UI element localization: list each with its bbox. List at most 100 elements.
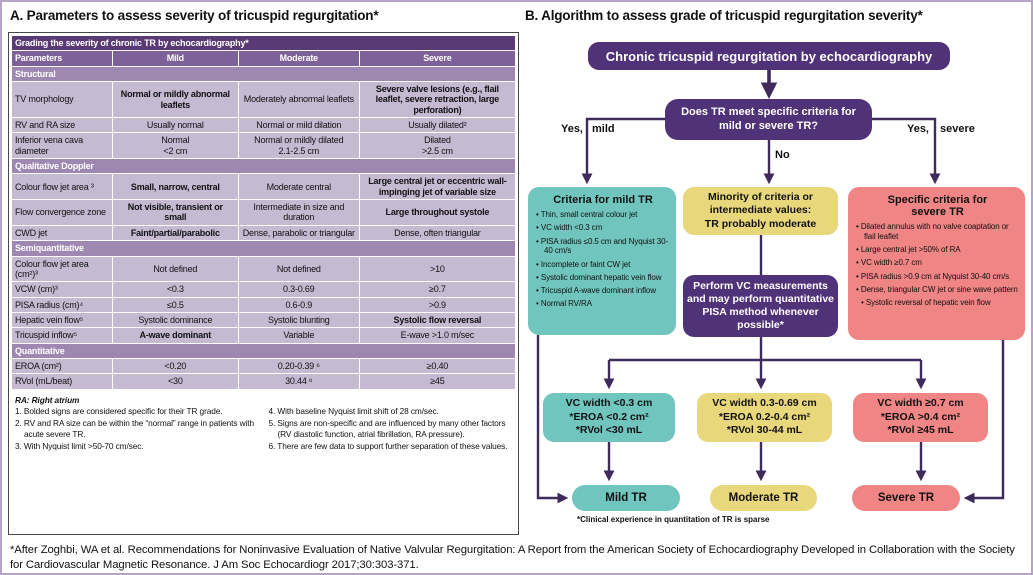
- moderate-cell: Dense, parabolic or triangular: [237, 224, 360, 242]
- mild-cell: <0.20: [111, 357, 239, 375]
- footnote-2: 2. RV and RA size can be within the “nor…: [15, 418, 254, 439]
- table-row: Tricuspid inflow⁵ A-wave dominant Variab…: [11, 327, 517, 344]
- section-quantitative: Quantitative: [11, 342, 516, 359]
- table-row: Inferior vena cava diameter Normal <2 cm…: [11, 132, 517, 160]
- mild-criteria-box: Criteria for mild TR Thin, small central…: [528, 187, 676, 335]
- mild-cell: Normal <2 cm: [111, 132, 239, 160]
- moderate-cell: Intermediate in size and duration: [237, 199, 360, 226]
- label-yes-left: Yes,: [560, 123, 583, 135]
- table-row: PISA radius (cm)⁴ ≤0.5 0.6-0.9 >0.9: [11, 296, 517, 313]
- table-footnotes: RA: Right atrium 1. Bolded signs are con…: [9, 392, 518, 456]
- moderate-cell: Systolic blunting: [237, 311, 360, 329]
- col-header-parameters: Parameters: [11, 50, 113, 67]
- mild-cell: <0.3: [111, 281, 239, 298]
- severe-cell: >10: [358, 255, 517, 283]
- mild-cell: A-wave dominant: [111, 327, 239, 344]
- table-row: RV and RA size Usually normal Normal or …: [11, 117, 517, 134]
- flow-arrows: [536, 70, 1005, 504]
- mild-cell: Systolic dominance: [111, 311, 239, 329]
- moderate-intermediate-box: Minority of criteria or intermediate val…: [683, 187, 838, 235]
- table-row: Colour flow jet area (cm²)³ Not defined …: [11, 255, 517, 283]
- moderate-cell: 0.20-0.39 ⁶: [237, 357, 360, 375]
- param-cell: EROA (cm²): [11, 357, 113, 375]
- col-header-mild: Mild: [111, 50, 239, 67]
- mild-cell: Faint/partial/parabolic: [111, 224, 239, 242]
- param-cell: RV and RA size: [11, 117, 113, 134]
- mild-criteria-item: Incomplete or faint CW jet: [536, 260, 670, 270]
- figure-caption: *After Zoghbi, WA et al. Recommendations…: [10, 544, 1015, 572]
- severe-cell: Dense, often triangular: [358, 224, 517, 242]
- mild-criteria-item: Tricuspid A-wave dominant inflow: [536, 286, 670, 296]
- label-no: No: [775, 149, 790, 161]
- moderate-cell: Normal or mild dilation: [237, 117, 360, 134]
- table-row: EROA (cm²) <0.20 0.20-0.39 ⁶ ≥0.40: [11, 357, 517, 375]
- severe-cell: E-wave >1.0 m/sec: [358, 327, 517, 344]
- panel-b-title: B. Algorithm to assess grade of tricuspi…: [525, 8, 923, 23]
- section-qualitative-doppler: Qualitative Doppler: [11, 158, 516, 175]
- severe-cell: ≥0.40: [358, 357, 517, 375]
- param-cell: Colour flow jet area ³: [11, 173, 113, 201]
- param-cell: VCW (cm)³: [11, 281, 113, 298]
- table-row: CWD jet Faint/partial/parabolic Dense, p…: [11, 224, 517, 242]
- moderate-cell: Moderate central: [237, 173, 360, 201]
- severe-criteria-item: Dense, triangular CW jet or sine wave pa…: [856, 285, 1019, 295]
- param-cell: Inferior vena cava diameter: [11, 132, 113, 160]
- severe-cell: Usually dilated²: [358, 117, 517, 134]
- footnote-5: 5. Signs are non-specific and are influe…: [268, 418, 506, 439]
- mild-criteria-title: Criteria for mild TR: [553, 194, 653, 206]
- mild-cell: Usually normal: [111, 117, 239, 134]
- param-cell: CWD jet: [11, 224, 113, 242]
- mild-cell: Normal or mildly abnormal leaflets: [111, 81, 239, 119]
- vc-moderate-box: VC width 0.3-0.69 cm *EROA 0.2-0.4 cm² *…: [697, 393, 832, 442]
- param-cell: Hepatic vein flow⁵: [11, 311, 113, 329]
- section-structural: Structural: [11, 65, 516, 83]
- severe-cell: Large central jet or eccentric wall-impi…: [358, 173, 517, 201]
- moderate-cell: Variable: [237, 327, 360, 344]
- mild-criteria-item: Thin, small central colour jet: [536, 210, 670, 220]
- col-header-moderate: Moderate: [237, 50, 360, 67]
- param-cell: PISA radius (cm)⁴: [11, 296, 113, 313]
- severe-cell: >0.9: [358, 296, 517, 313]
- severe-criteria-item: PISA radius >0.9 cm at Nyquist 30-40 cm/…: [856, 272, 1019, 282]
- severe-cell: ≥45: [358, 373, 517, 390]
- param-cell: Tricuspid inflow⁵: [11, 327, 113, 344]
- param-cell: TV morphology: [11, 81, 113, 119]
- flow-footnote: *Clinical experience in quantitation of …: [577, 515, 770, 524]
- moderate-cell: 0.6-0.9: [237, 296, 360, 313]
- mild-cell: Not defined: [111, 255, 239, 283]
- perform-vc-box: Perform VC measurements and may perform …: [683, 275, 838, 337]
- param-cell: Flow convergence zone: [11, 199, 113, 226]
- footnote-6: 6. There are few data to support further…: [268, 440, 508, 451]
- table-title: Grading the severity of chronic TR by ec…: [11, 34, 516, 52]
- mild-cell: ≤0.5: [111, 296, 239, 313]
- param-cell: Colour flow jet area (cm²)³: [11, 255, 113, 283]
- moderate-cell: Moderately abnormal leaflets: [237, 81, 360, 119]
- panel-b-flowchart: B. Algorithm to assess grade of tricuspi…: [521, 2, 1031, 543]
- moderate-cell: Not defined: [237, 255, 360, 283]
- mild-criteria-item: PISA radius ≤0.5 cm and Nyquist 30-40 cm…: [536, 237, 670, 257]
- footnote-1: 1. Bolded signs are considered specific …: [15, 406, 223, 417]
- abbreviation-note: RA: Right atrium: [15, 394, 80, 405]
- footnote-4: 4. With baseline Nyquist limit shift of …: [268, 406, 439, 417]
- mild-criteria-item: Systolic dominant hepatic vein flow: [536, 273, 670, 283]
- table-row: VCW (cm)³ <0.3 0.3-0.69 ≥0.7: [11, 281, 517, 298]
- table-row: Flow convergence zone Not visible, trans…: [11, 199, 517, 226]
- severe-criteria-title: Specific criteria for severe TR: [887, 194, 988, 219]
- severe-cell: Systolic flow reversal: [358, 311, 517, 329]
- mild-criteria-item: Normal RV/RA: [536, 299, 670, 309]
- severe-criteria-item: Systolic reversal of hepatic vein flow: [861, 298, 1019, 308]
- severe-criteria-box: Specific criteria for severe TR Dilated …: [848, 187, 1025, 340]
- section-semiquantitative: Semiquantitative: [11, 240, 516, 257]
- table-row: Colour flow jet area ³ Small, narrow, ce…: [11, 173, 517, 201]
- table-row: RVol (mL/beat) <30 30.44 ⁶ ≥45: [11, 373, 517, 390]
- panel-a-title: A. Parameters to assess severity of tric…: [10, 8, 379, 23]
- table-row: TV morphology Normal or mildly abnormal …: [11, 81, 517, 119]
- mild-criteria-item: VC width <0.3 cm: [536, 223, 670, 233]
- panel-a-table-box: Grading the severity of chronic TR by ec…: [8, 32, 519, 535]
- result-moderate-box: Moderate TR: [710, 485, 817, 511]
- col-header-severe: Severe: [358, 50, 517, 67]
- moderate-cell: 0.3-0.69: [237, 281, 360, 298]
- table-row: Hepatic vein flow⁵ Systolic dominance Sy…: [11, 311, 517, 329]
- label-mild: mild: [592, 123, 615, 135]
